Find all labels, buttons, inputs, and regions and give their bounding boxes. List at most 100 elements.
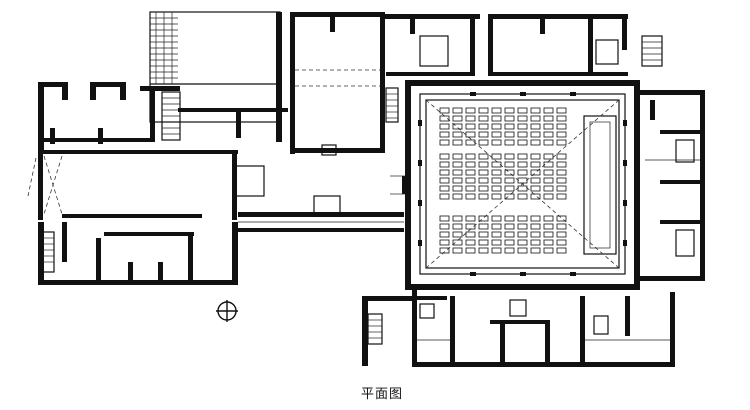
seat	[452, 247, 463, 254]
seat	[556, 185, 567, 192]
seat	[517, 115, 528, 122]
seat	[517, 153, 528, 160]
seat	[465, 107, 476, 114]
seat	[517, 215, 528, 222]
seat	[491, 231, 502, 238]
north-block	[149, 11, 663, 156]
seat	[439, 139, 450, 146]
seat	[491, 115, 502, 122]
seat	[543, 115, 554, 122]
seat	[439, 193, 450, 200]
seat	[439, 185, 450, 192]
seat	[439, 123, 450, 130]
seat	[452, 107, 463, 114]
seat	[478, 231, 489, 238]
seat	[556, 115, 567, 122]
seat	[556, 193, 567, 200]
seat	[465, 139, 476, 146]
seat	[530, 107, 541, 114]
seat	[556, 177, 567, 184]
seat	[478, 223, 489, 230]
seat	[543, 239, 554, 246]
seat	[452, 231, 463, 238]
seat	[478, 115, 489, 122]
left-wing	[27, 82, 238, 285]
seat	[543, 123, 554, 130]
seat	[452, 139, 463, 146]
seat	[504, 139, 515, 146]
seat	[556, 247, 567, 254]
seat	[504, 115, 515, 122]
seat	[517, 185, 528, 192]
seat	[465, 123, 476, 130]
seat	[530, 247, 541, 254]
seat	[465, 115, 476, 122]
seat	[504, 107, 515, 114]
seat	[452, 153, 463, 160]
seat	[478, 193, 489, 200]
seat	[504, 215, 515, 222]
seat	[439, 247, 450, 254]
seat	[517, 177, 528, 184]
seat	[543, 107, 554, 114]
seat	[478, 153, 489, 160]
seat	[491, 107, 502, 114]
seat	[504, 223, 515, 230]
seat	[530, 139, 541, 146]
seat	[504, 239, 515, 246]
seat	[439, 239, 450, 246]
north-arrow-icon	[216, 300, 238, 322]
seat	[504, 153, 515, 160]
seat	[530, 223, 541, 230]
seat	[439, 115, 450, 122]
seat	[491, 131, 502, 138]
seat	[478, 139, 489, 146]
seat	[543, 215, 554, 222]
seat	[517, 239, 528, 246]
seat	[465, 177, 476, 184]
seat	[452, 169, 463, 176]
seat	[491, 177, 502, 184]
seat	[452, 177, 463, 184]
seat	[439, 107, 450, 114]
seat	[491, 193, 502, 200]
seat	[439, 131, 450, 138]
seat	[491, 153, 502, 160]
seat	[465, 161, 476, 168]
seat	[491, 123, 502, 130]
seat	[478, 107, 489, 114]
seat	[465, 215, 476, 222]
east-wing	[640, 90, 705, 281]
auditorium-seating	[439, 107, 567, 254]
seat	[556, 153, 567, 160]
seat	[530, 123, 541, 130]
seat	[517, 223, 528, 230]
seat	[491, 139, 502, 146]
seat	[530, 115, 541, 122]
seat	[556, 215, 567, 222]
seat	[517, 139, 528, 146]
seat	[517, 169, 528, 176]
seat	[517, 131, 528, 138]
seat	[530, 239, 541, 246]
seat	[504, 247, 515, 254]
seat	[439, 169, 450, 176]
south-wing	[362, 290, 675, 367]
corridor	[235, 165, 404, 232]
seat	[543, 185, 554, 192]
seat	[504, 161, 515, 168]
seat	[556, 139, 567, 146]
seat	[452, 193, 463, 200]
seat	[556, 239, 567, 246]
seat	[543, 169, 554, 176]
seat	[439, 153, 450, 160]
seat	[465, 185, 476, 192]
seat	[543, 161, 554, 168]
seat	[517, 231, 528, 238]
seat	[439, 215, 450, 222]
seat	[543, 153, 554, 160]
seat	[491, 239, 502, 246]
seat	[556, 169, 567, 176]
seat	[530, 161, 541, 168]
seat	[504, 185, 515, 192]
